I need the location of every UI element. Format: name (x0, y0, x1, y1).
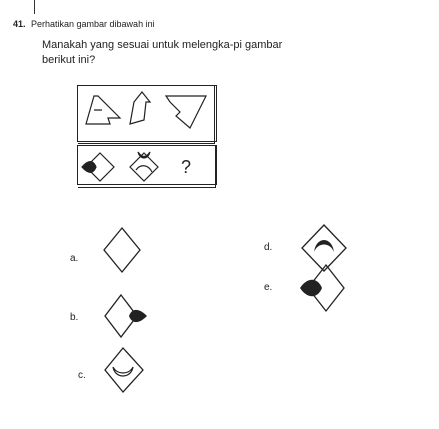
missing-item-question-mark: ? (181, 157, 192, 177)
arrow-shape-1-icon (85, 95, 122, 125)
option-b-label[interactable]: b. (70, 312, 79, 323)
option-e-diamond-crescent-left-icon[interactable] (296, 262, 348, 314)
option-d-label[interactable]: d. (264, 242, 273, 253)
diamond-top-crescent-icon (129, 152, 159, 182)
text-cursor-line (34, 0, 35, 14)
arrow-shape-3-icon (164, 95, 207, 129)
example-sequence-icons (85, 91, 207, 129)
option-d-diamond-arch-top-icon[interactable] (298, 222, 350, 274)
question-instruction: Perhatikan gambar dibawah ini (31, 19, 155, 29)
option-b-diamond-crescent-right-icon[interactable] (103, 292, 149, 342)
problem-sequence-box (77, 145, 217, 188)
option-c-diamond-crescent-bottom-icon[interactable] (103, 345, 147, 397)
arrow-shape-2-icon (129, 91, 152, 125)
option-c-label[interactable]: c. (78, 370, 86, 381)
question-number: 41. (13, 19, 26, 29)
question-text: Manakah yang sesuai untuk melengka-pi ga… (42, 39, 283, 66)
option-e-label[interactable]: e. (264, 282, 273, 293)
example-sequence-box (77, 85, 217, 144)
option-a-label[interactable]: a. (70, 253, 79, 264)
problem-sequence-icons (81, 151, 159, 182)
option-a-diamond-empty-icon[interactable] (102, 226, 142, 276)
